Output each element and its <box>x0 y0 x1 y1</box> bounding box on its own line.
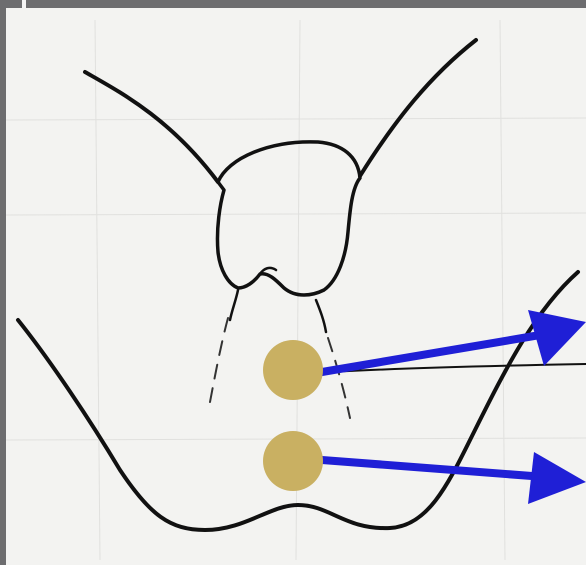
grid-line <box>6 118 586 120</box>
upper-left-line <box>85 72 218 182</box>
upper-right-line <box>360 40 476 176</box>
neck-left-line <box>230 290 238 320</box>
neck-right-line <box>316 300 326 332</box>
central-lobe <box>217 142 360 295</box>
upper-marker <box>263 340 323 400</box>
grid-line <box>6 213 586 215</box>
markers <box>263 340 323 491</box>
lower-arrow-head <box>528 452 586 504</box>
lower-arrow-shaft <box>322 460 545 477</box>
upper-arrow-head <box>528 310 586 366</box>
dashed-left-line <box>210 318 228 402</box>
grid-line <box>500 20 505 560</box>
grid-line <box>95 20 100 560</box>
dashed-right-line <box>328 338 350 418</box>
lower-marker <box>263 431 323 491</box>
